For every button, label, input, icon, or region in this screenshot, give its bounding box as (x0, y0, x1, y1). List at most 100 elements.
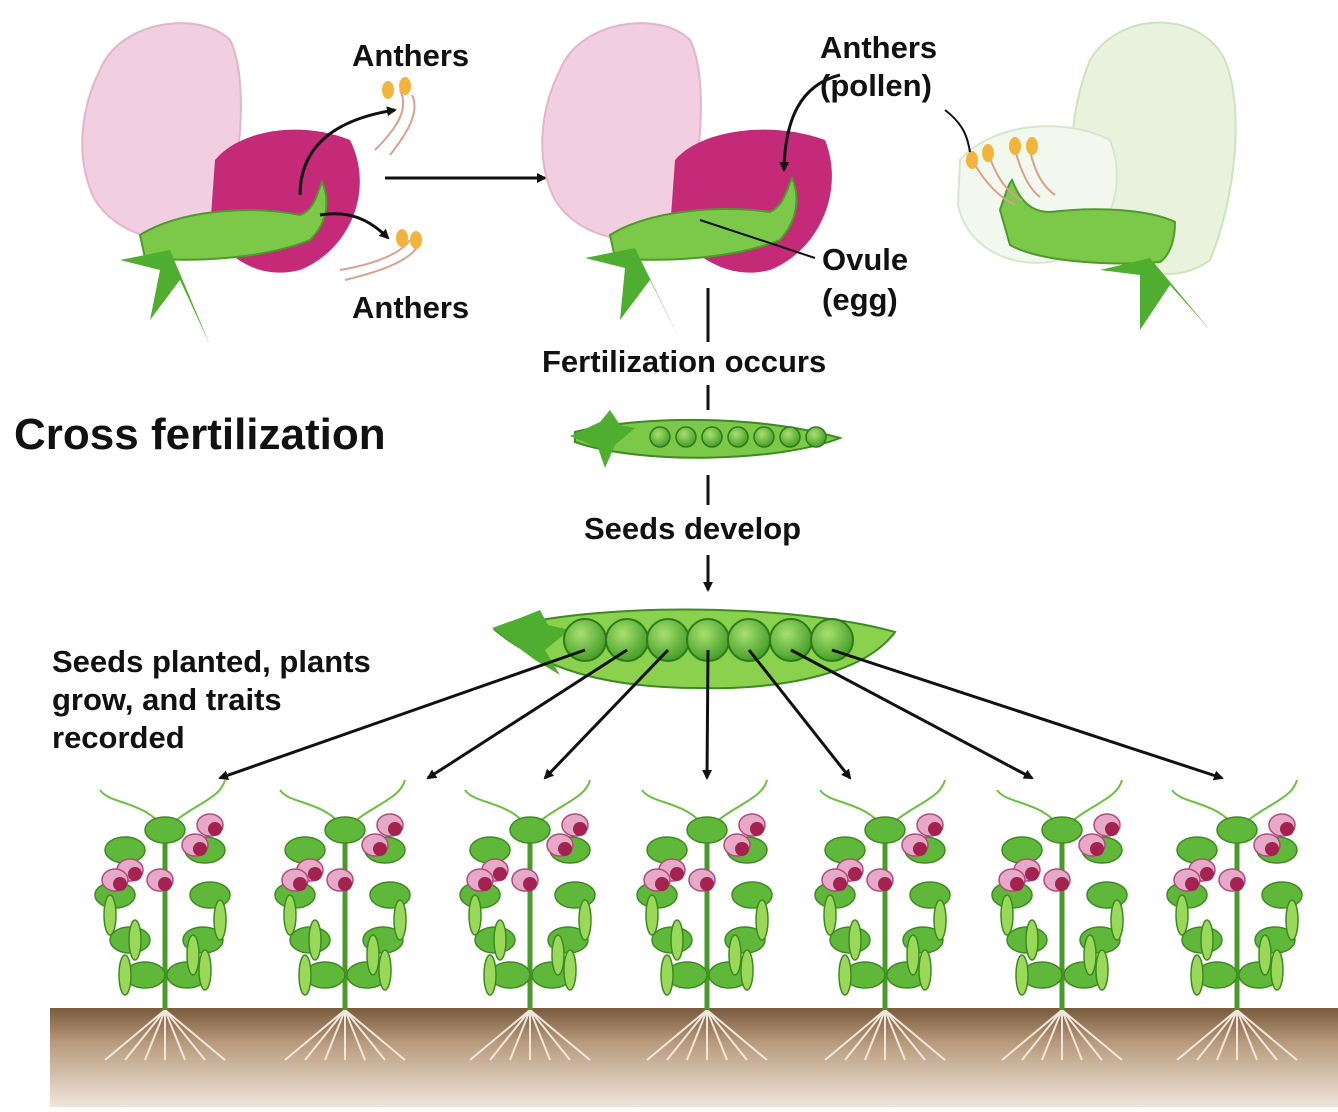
anthers-group-top (375, 77, 415, 155)
flower-keel (1185, 877, 1199, 891)
flower-keel (878, 877, 892, 891)
pod (299, 955, 311, 995)
flower-keel (848, 867, 862, 881)
pod (919, 950, 931, 990)
large-pea-seed (647, 619, 689, 661)
pod (1259, 935, 1271, 975)
pod (849, 920, 861, 960)
pod (839, 955, 851, 995)
label-seeds-planted-line1: Seeds planted, plants (52, 644, 371, 680)
label-fertilization-occurs: Fertilization occurs (542, 344, 826, 380)
flower-middle-sepals (585, 248, 680, 340)
flower-keel (388, 822, 402, 836)
anther-icon (399, 77, 411, 95)
leaf (1217, 817, 1257, 843)
pod (1096, 950, 1108, 990)
pod (564, 950, 576, 990)
large-pea-seed (770, 619, 812, 661)
small-pea-seed (728, 427, 748, 447)
pod (756, 900, 768, 940)
pod (1201, 920, 1213, 960)
pod (1286, 900, 1298, 940)
anther-icon (1026, 137, 1038, 155)
large-pea-pod (492, 610, 895, 689)
pod (579, 900, 591, 940)
pod (1026, 920, 1038, 960)
flower-keel (128, 867, 142, 881)
pod (104, 895, 116, 935)
flower-keel (1230, 877, 1244, 891)
pod (671, 920, 683, 960)
label-seeds-develop: Seeds develop (584, 511, 801, 547)
pod (741, 950, 753, 990)
arrow-pea-to-plant (791, 650, 1032, 778)
flower-keel (293, 877, 307, 891)
anther-icon (382, 81, 394, 99)
flower-pink-middle (542, 23, 832, 340)
flower-green-right (958, 23, 1236, 331)
flower-keel (735, 842, 749, 856)
anther-icon (966, 151, 978, 169)
anther-icon (982, 144, 994, 162)
small-pea-seed (754, 427, 774, 447)
soil (50, 1008, 1338, 1107)
large-pea-seed (606, 619, 648, 661)
pod (729, 935, 741, 975)
flower-keel (655, 877, 669, 891)
flower-keel (1200, 867, 1214, 881)
small-pea-pod (570, 410, 840, 468)
pointer-line-anthers-pollen (945, 110, 970, 152)
leaf (865, 817, 905, 843)
flower-keel (1265, 842, 1279, 856)
small-pea-seed (702, 427, 722, 447)
arrow-pea-to-plant (707, 650, 708, 778)
label-anthers-top: Anthers (352, 38, 469, 74)
pod (1271, 950, 1283, 990)
pod (1111, 900, 1123, 940)
flower-keel (478, 877, 492, 891)
pod (1001, 895, 1013, 935)
flower-keel (1055, 877, 1069, 891)
label-anthers-pollen-line2: (pollen) (820, 68, 932, 104)
leaf (510, 817, 550, 843)
label-seeds-planted-line2: grow, and traits (52, 682, 282, 718)
pod (646, 895, 658, 935)
flower-keel (208, 822, 222, 836)
label-anthers-pollen-line1: Anthers (820, 30, 937, 66)
label-anthers-bottom: Anthers (352, 290, 469, 326)
anther-icon (396, 229, 408, 247)
pod (494, 920, 506, 960)
leaf (1042, 817, 1082, 843)
pod (1176, 895, 1188, 935)
pod (907, 935, 919, 975)
flower-keel (573, 822, 587, 836)
pod (661, 955, 673, 995)
small-pea-seed (650, 427, 670, 447)
flower-keel (1280, 822, 1294, 836)
label-seeds-planted-line3: recorded (52, 720, 185, 756)
pod (214, 900, 226, 940)
pod (379, 950, 391, 990)
anthers-group-bottom (340, 229, 422, 280)
leaf (687, 817, 727, 843)
flower-keel (750, 822, 764, 836)
flower-keel (1105, 822, 1119, 836)
pod (284, 895, 296, 935)
flower-keel (1010, 877, 1024, 891)
label-ovule-line1: Ovule (822, 242, 908, 278)
pod (552, 935, 564, 975)
small-pea-seed (676, 427, 696, 447)
pod (367, 935, 379, 975)
pod (199, 950, 211, 990)
flower-keel (193, 842, 207, 856)
label-ovule-line2: (egg) (822, 282, 898, 318)
pod (824, 895, 836, 935)
anther-icon (1009, 137, 1021, 155)
pod (309, 920, 321, 960)
flower-keel (558, 842, 572, 856)
diagram-title: Cross fertilization (14, 410, 386, 460)
flower-keel (1025, 867, 1039, 881)
flower-keel (493, 867, 507, 881)
